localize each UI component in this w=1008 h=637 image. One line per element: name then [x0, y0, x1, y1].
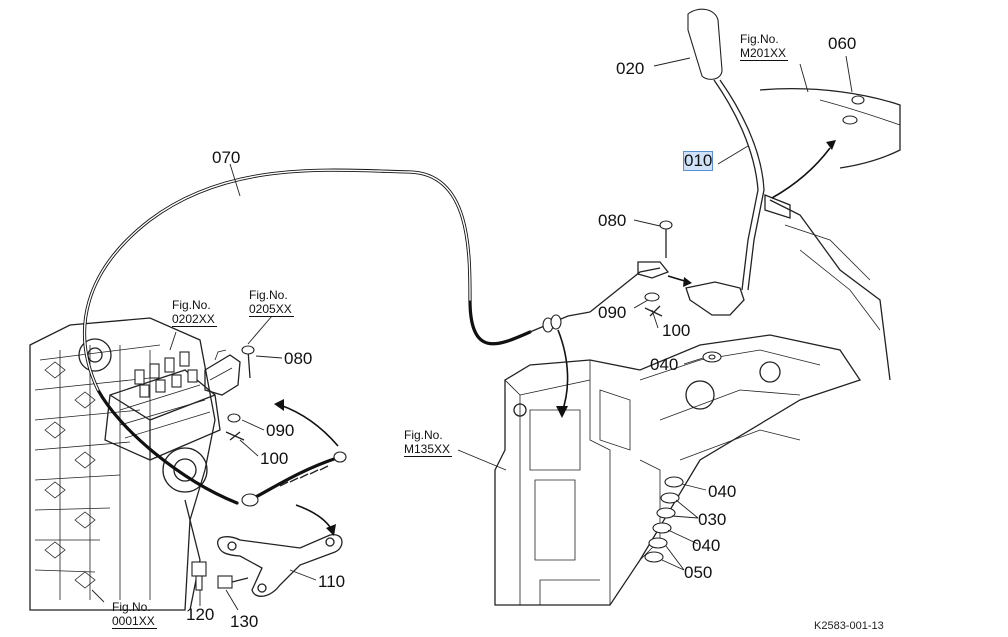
injection-pump: [104, 351, 221, 461]
fig-ref-prefix: Fig.No.: [112, 600, 151, 614]
part-label-100-right[interactable]: 100: [662, 321, 691, 340]
engine-block: [29, 317, 216, 611]
governor-bracket: [204, 345, 255, 441]
fig-ref-code: 0202XX: [172, 312, 217, 327]
center-frame: [494, 334, 862, 606]
part-label-100-left[interactable]: 100: [260, 449, 289, 468]
part-label-020[interactable]: 020: [616, 59, 645, 78]
part-label-120[interactable]: 120: [186, 605, 215, 624]
washer-stack: [644, 351, 722, 563]
part-label-050[interactable]: 050: [684, 563, 713, 582]
movement-arrows: [274, 140, 836, 536]
fig-ref-m201[interactable]: Fig.No. M201XX: [740, 32, 789, 61]
part-label-080-left[interactable]: 080: [284, 349, 313, 368]
part-label-080-right[interactable]: 080: [598, 211, 627, 230]
fig-ref-code: 0205XX: [249, 302, 294, 317]
part-label-130[interactable]: 130: [230, 612, 259, 631]
leader-lines: [91, 55, 853, 611]
fig-ref-code: 0001XX: [112, 614, 157, 629]
part-label-010[interactable]: 010: [682, 151, 714, 171]
fig-ref-prefix: Fig.No.: [740, 32, 779, 46]
fig-ref-0001[interactable]: Fig.No. 0001XX: [112, 600, 157, 629]
part-label-110[interactable]: 110: [318, 572, 346, 591]
fig-ref-prefix: Fig.No.: [172, 298, 211, 312]
fig-ref-code: M201XX: [740, 46, 789, 61]
fig-ref-0205[interactable]: Fig.No. 0205XX: [249, 288, 294, 317]
shift-lever: [637, 8, 765, 317]
fig-ref-prefix: Fig.No.: [249, 288, 288, 302]
part-label-040-middle[interactable]: 040: [708, 482, 737, 501]
fig-ref-prefix: Fig.No.: [404, 428, 443, 442]
part-label-060[interactable]: 060: [828, 34, 857, 53]
throttle-cable: [82, 168, 661, 507]
fig-ref-code: M135XX: [404, 442, 453, 457]
engine-lever: [191, 534, 343, 597]
part-label-030[interactable]: 030: [698, 510, 727, 529]
fig-ref-m135[interactable]: Fig.No. M135XX: [404, 428, 453, 457]
part-label-090-left[interactable]: 090: [266, 421, 295, 440]
part-label-040-top[interactable]: 040: [650, 355, 679, 374]
part-label-070[interactable]: 070: [212, 148, 241, 167]
fig-ref-0202[interactable]: Fig.No. 0202XX: [172, 298, 217, 327]
part-label-090-right[interactable]: 090: [598, 303, 627, 322]
right-housing: [759, 88, 901, 381]
drawing-reference: K2583-001-13: [814, 620, 884, 632]
part-label-040-lower[interactable]: 040: [692, 536, 721, 555]
